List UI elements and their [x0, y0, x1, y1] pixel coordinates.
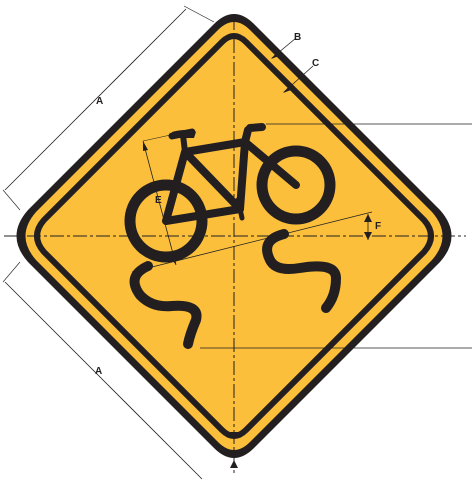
dimension-label-a-upper: A [96, 96, 103, 107]
bicycle-handlebar [241, 123, 266, 146]
arrow-bottom-border [230, 432, 238, 468]
bicycle-crank [236, 205, 244, 213]
skid-mark-left [129, 261, 202, 349]
arrow-c [283, 85, 291, 93]
dimension-label-e: E [155, 195, 162, 206]
extension-line-a-top [183, 5, 215, 23]
skid-marks [129, 229, 342, 349]
extension-line-a-left-lower [2, 261, 21, 283]
bicycle-rear-wheel [124, 179, 208, 263]
arrow-f-top [364, 214, 372, 222]
dimension-label-c: C [312, 58, 319, 69]
dimension-label-b: B [294, 32, 301, 43]
dimension-line-a-lower [4, 281, 203, 480]
dimension-line-a-upper [4, 8, 187, 191]
dimension-label-f: F [375, 221, 381, 232]
extension-line-a-left [2, 189, 21, 211]
skid-mark-right [262, 229, 342, 313]
reference-line-f [131, 211, 373, 273]
sign-border [34, 33, 434, 439]
arrow-e-bottom [170, 255, 176, 265]
arrow-f-bottom [364, 232, 372, 240]
bicycle-front-wheel [256, 145, 336, 225]
bicycle-seat-shape [172, 130, 196, 138]
arrow-b [271, 51, 279, 59]
dimension-line-e [142, 140, 177, 266]
dimension-label-a-lower: A [95, 366, 102, 377]
extension-line-e [142, 133, 176, 142]
arrow-e-top [143, 141, 148, 151]
